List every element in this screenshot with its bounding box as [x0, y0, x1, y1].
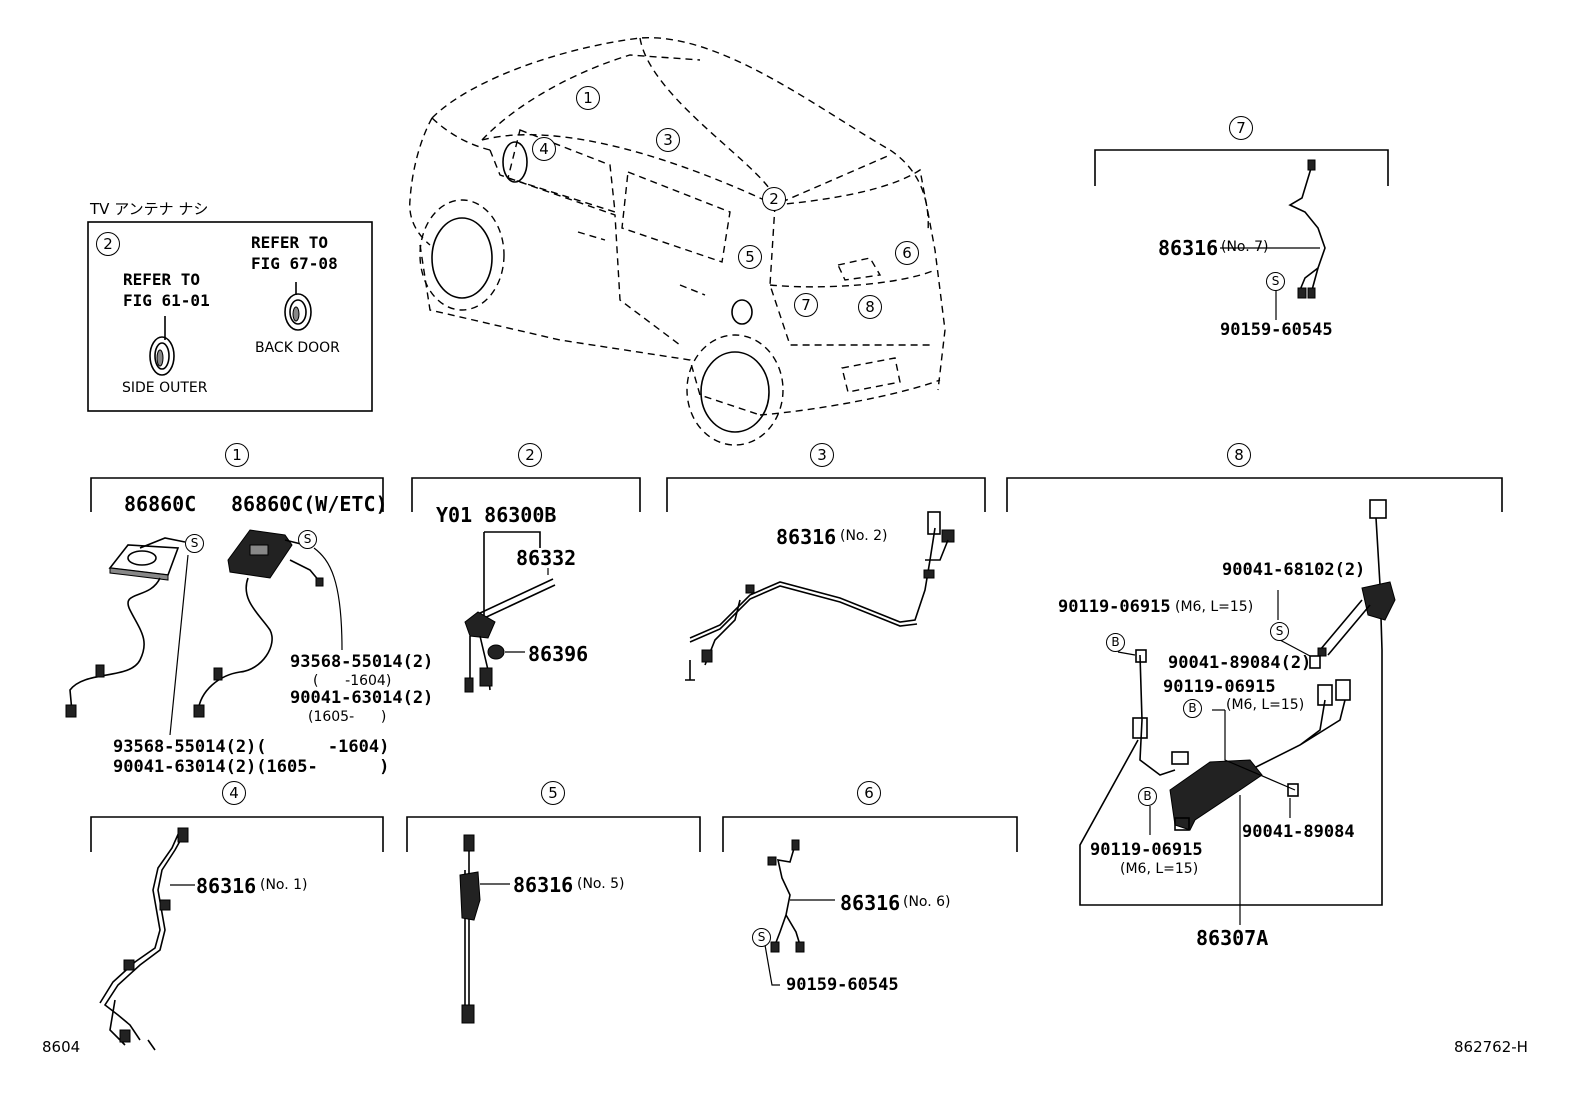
part-90119-06915-b[interactable]: 90119-06915	[1163, 677, 1276, 697]
part-90159-60545-s6[interactable]: 90159-60545	[786, 975, 899, 995]
car-callout-6[interactable]: 6	[895, 241, 919, 265]
section-7-callout: 7	[1229, 116, 1253, 140]
part-86316-s4-note: (No. 1)	[260, 877, 308, 893]
bracket-6	[722, 816, 1018, 852]
harness-no6	[767, 839, 805, 953]
part-93568-55014-left[interactable]: 93568-55014(2)( -1604)	[113, 737, 390, 757]
part-90119-06915-a[interactable]: 90119-06915	[1058, 597, 1171, 617]
inset-label-side-outer: SIDE OUTER	[122, 380, 208, 396]
section-1-callout: 1	[225, 443, 249, 467]
inset-header: TV アンテナ ナシ	[90, 200, 209, 218]
footer-left-code: 8604	[42, 1038, 81, 1056]
part-90041-89084-2[interactable]: 90041-89084(2)	[1168, 653, 1312, 673]
inset-refer-left-2[interactable]: FIG 61-01	[123, 291, 210, 310]
inset-refer-left-1: REFER TO	[123, 270, 201, 289]
vehicle-illustration	[409, 37, 946, 446]
part-86307A[interactable]: 86307A	[1196, 926, 1269, 950]
side-outer-grommet	[149, 336, 175, 376]
bracket-1	[90, 477, 384, 512]
footer-figure-id: 862762-H	[1454, 1038, 1528, 1056]
s-symbol-s1a: S	[185, 534, 204, 553]
part-90119-06915-a-spec: (M6, L=15)	[1175, 599, 1254, 615]
harness-no1	[99, 827, 189, 1051]
part-93568-55014-right-range: ( -1604)	[313, 673, 392, 689]
s-symbol-s8: S	[1270, 622, 1289, 641]
part-86316-s7[interactable]: 86316	[1158, 236, 1219, 260]
part-90159-60545-s7[interactable]: 90159-60545	[1220, 320, 1333, 340]
part-90041-63014-right-range: (1605- )	[308, 709, 387, 725]
part-86316-s3-note: (No. 2)	[840, 528, 888, 544]
car-callout-5[interactable]: 5	[738, 245, 762, 269]
part-90041-63014-right[interactable]: 90041-63014(2)	[290, 688, 434, 708]
bracket-4	[90, 816, 384, 852]
b-symbol-s8a: B	[1106, 633, 1125, 652]
part-86316-s6-note: (No. 6)	[903, 894, 951, 910]
part-90041-68102[interactable]: 90041-68102(2)	[1222, 560, 1366, 580]
part-86316-s4[interactable]: 86316	[196, 874, 257, 898]
part-90119-06915-b-spec: (M6, L=15)	[1226, 697, 1305, 713]
car-callout-3[interactable]: 3	[656, 128, 680, 152]
antenna-part-86300B	[464, 531, 556, 693]
part-86396[interactable]: 86396	[528, 642, 589, 666]
car-callout-1[interactable]: 1	[576, 86, 600, 110]
part-90119-06915-c[interactable]: 90119-06915	[1090, 840, 1203, 860]
part-Y01-86300B[interactable]: Y01 86300B	[436, 503, 557, 527]
car-callout-7[interactable]: 7	[794, 293, 818, 317]
bracket-3	[666, 477, 986, 512]
back-door-grommet	[284, 293, 312, 331]
section-3-callout: 3	[810, 443, 834, 467]
part-86316-s3[interactable]: 86316	[776, 525, 837, 549]
part-86316-s7-note: (No. 7)	[1221, 239, 1269, 255]
part-86316-s6[interactable]: 86316	[840, 891, 901, 915]
inset-callout: 2	[96, 232, 120, 256]
section-5-callout: 5	[541, 781, 565, 805]
harness-no7	[1288, 159, 1326, 299]
part-86316-s5[interactable]: 86316	[513, 873, 574, 897]
s-symbol-s7: S	[1266, 272, 1285, 291]
inset-frame	[87, 221, 373, 412]
harness-no5	[459, 834, 481, 1024]
b-symbol-s8c: B	[1138, 787, 1157, 806]
s-symbol-s6: S	[752, 928, 771, 947]
harness-86307A	[1079, 499, 1396, 906]
section-2-callout: 2	[518, 443, 542, 467]
section-4-callout: 4	[222, 781, 246, 805]
harness-no2	[685, 511, 955, 681]
inset-refer-right-2[interactable]: FIG 67-08	[251, 254, 338, 273]
part-90119-06915-c-spec: (M6, L=15)	[1120, 861, 1199, 877]
bracket-2	[411, 477, 641, 512]
bracket-7	[1094, 149, 1389, 186]
part-86860C[interactable]: 86860C	[124, 492, 197, 516]
car-callout-2[interactable]: 2	[762, 187, 786, 211]
bracket-8	[1006, 477, 1503, 512]
part-90041-89084[interactable]: 90041-89084	[1242, 822, 1355, 842]
part-86860C-etc[interactable]: 86860C(W/ETC)	[231, 492, 388, 516]
part-86316-s5-note: (No. 5)	[577, 876, 625, 892]
section-6-callout: 6	[857, 781, 881, 805]
etc-unit-left	[65, 537, 186, 718]
inset-label-back-door: BACK DOOR	[255, 340, 340, 356]
b-symbol-s8b: B	[1183, 699, 1202, 718]
part-90041-63014-left[interactable]: 90041-63014(2)(1605- )	[113, 757, 390, 777]
car-callout-8[interactable]: 8	[858, 295, 882, 319]
part-86332[interactable]: 86332	[516, 546, 577, 570]
etc-unit-right	[193, 529, 324, 718]
bracket-5	[406, 816, 701, 852]
section-8-callout: 8	[1227, 443, 1251, 467]
part-93568-55014-right[interactable]: 93568-55014(2)	[290, 652, 434, 672]
inset-refer-right-1: REFER TO	[251, 233, 329, 252]
car-callout-4[interactable]: 4	[532, 137, 556, 161]
s-symbol-s1b: S	[298, 530, 317, 549]
